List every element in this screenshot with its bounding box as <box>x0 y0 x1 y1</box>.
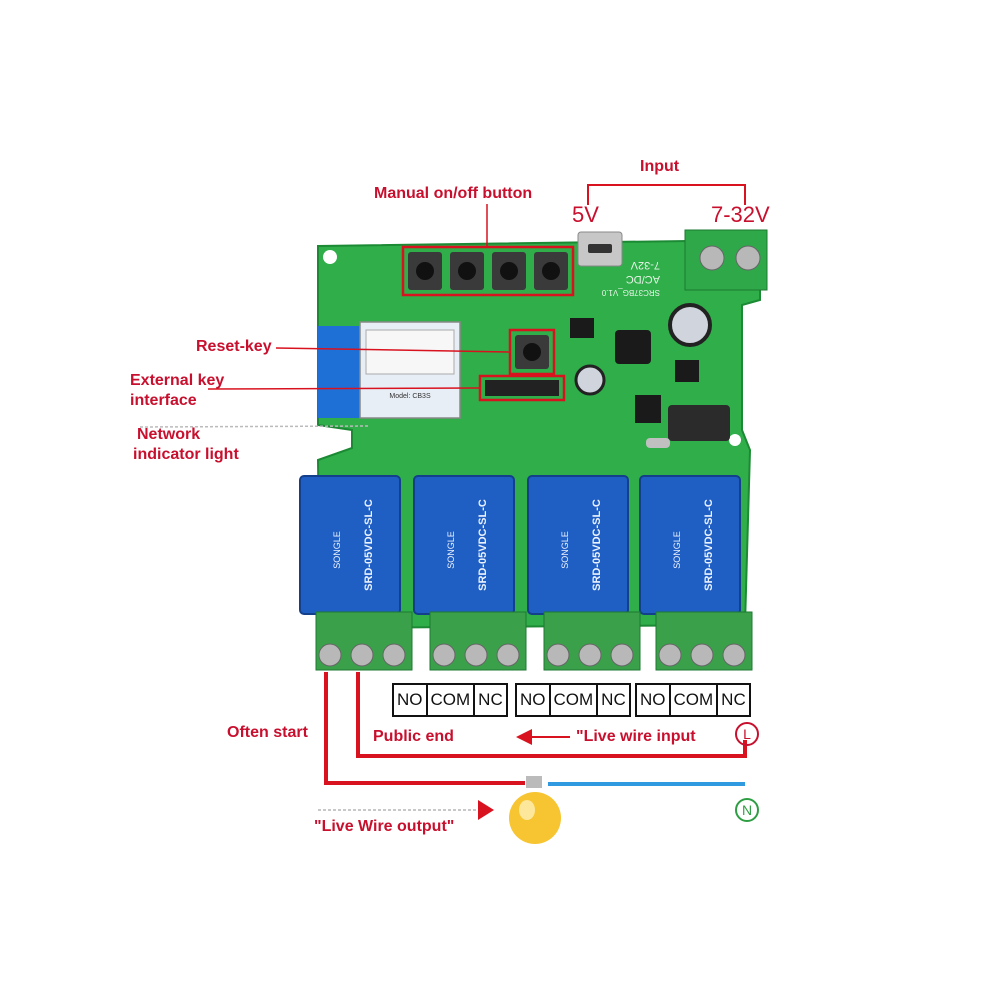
relay-brand-text: SONGLE <box>672 531 682 569</box>
screw <box>432 643 456 667</box>
input-label: Input <box>640 158 680 175</box>
screw <box>318 643 342 667</box>
capacitor <box>574 364 606 396</box>
inductor <box>615 330 651 364</box>
terminal-nc: NC <box>721 690 746 709</box>
relay-brand-text: SONGLE <box>560 531 570 569</box>
live-symbol: L <box>735 722 759 746</box>
public-end-label: Public end <box>373 728 454 745</box>
often-start-label: Often start <box>227 724 308 741</box>
relay-brand-text: SONGLE <box>446 531 456 569</box>
screw <box>350 643 374 667</box>
relay-brand-text: SONGLE <box>332 531 342 569</box>
output-arrow-head <box>478 800 494 820</box>
screw <box>578 643 602 667</box>
relay-group: SRD-05VDC-SL-C SONGLE SRD-05VDC-SL-C SONGLE… <box>299 475 741 615</box>
svg-text:SRC37BG_V1.0: SRC37BG_V1.0 <box>601 288 660 297</box>
input-bracket <box>587 184 746 205</box>
push-buttons <box>408 252 568 290</box>
terminal-no: NO <box>517 685 551 715</box>
mount-hole <box>729 434 741 446</box>
external-key-label-2: interface <box>130 392 197 409</box>
relay-model-text: SRD-05VDC-SL-C <box>703 499 715 591</box>
relay-model-text: SRD-05VDC-SL-C <box>591 499 603 591</box>
screw <box>464 643 488 667</box>
external-key-label-1: External key <box>130 372 225 389</box>
chip <box>675 360 699 382</box>
screw <box>722 643 746 667</box>
screw <box>382 643 406 667</box>
network-label-1: Network <box>137 426 201 443</box>
terminal-no: NO <box>637 685 671 715</box>
input-terminal <box>684 229 768 291</box>
public-end-wire <box>356 672 747 758</box>
terminal-nc: NC <box>601 690 626 709</box>
screw <box>546 643 570 667</box>
label-7-32v: 7-32V <box>711 202 770 227</box>
relay: SRD-05VDC-SL-C SONGLE <box>527 475 629 615</box>
output-terminal <box>429 611 527 671</box>
external-key-header <box>485 380 559 396</box>
manual-button-highlight <box>401 245 575 297</box>
terminal-labels-3: NO COM NC <box>635 683 751 717</box>
terminal-com: COM <box>551 685 599 715</box>
terminal-com: COM <box>671 685 719 715</box>
input-arrow-head <box>516 729 532 745</box>
relay-model-text: SRD-05VDC-SL-C <box>363 499 375 591</box>
screw <box>496 643 520 667</box>
terminal-com: COM <box>428 685 476 715</box>
output-terminal-group <box>315 611 753 671</box>
terminal-labels-2: NO COM NC <box>515 683 631 717</box>
output-terminal <box>315 611 413 671</box>
terminal-no: NO <box>394 685 428 715</box>
light-bulb-icon <box>509 776 561 844</box>
capacitor <box>668 303 712 347</box>
rf-coil <box>668 405 730 441</box>
svg-text:AC/DC: AC/DC <box>626 273 660 285</box>
often-start-wire <box>324 672 525 785</box>
terminal-nc: NC <box>478 690 503 709</box>
relay: SRD-05VDC-SL-C SONGLE <box>299 475 401 615</box>
module-model-text: Model: CB3S <box>389 393 431 400</box>
live-wire-input-label: "Live wire input <box>576 728 696 745</box>
screw <box>610 643 634 667</box>
relay: SRD-05VDC-SL-C SONGLE <box>413 475 515 615</box>
mount-hole <box>324 434 336 446</box>
neutral-symbol: N <box>735 798 759 822</box>
output-terminal <box>543 611 641 671</box>
network-label-2: indicator light <box>133 446 239 463</box>
reset-key-label: Reset-key <box>196 338 272 355</box>
relay-model-text: SRD-05VDC-SL-C <box>477 499 489 591</box>
chip <box>570 318 594 338</box>
manual-button-label: Manual on/off button <box>374 185 533 202</box>
crystal <box>646 438 670 448</box>
chip <box>635 395 661 423</box>
label-5v: 5V <box>572 202 599 227</box>
screw <box>658 643 682 667</box>
terminal-labels-1: NO COM NC <box>392 683 508 717</box>
svg-text:7-32V: 7-32V <box>630 259 660 271</box>
relay: SRD-05VDC-SL-C SONGLE <box>639 475 741 615</box>
output-terminal <box>655 611 753 671</box>
screw <box>690 643 714 667</box>
mount-hole <box>323 250 337 264</box>
live-wire-output-label: "Live Wire output" <box>314 818 455 835</box>
